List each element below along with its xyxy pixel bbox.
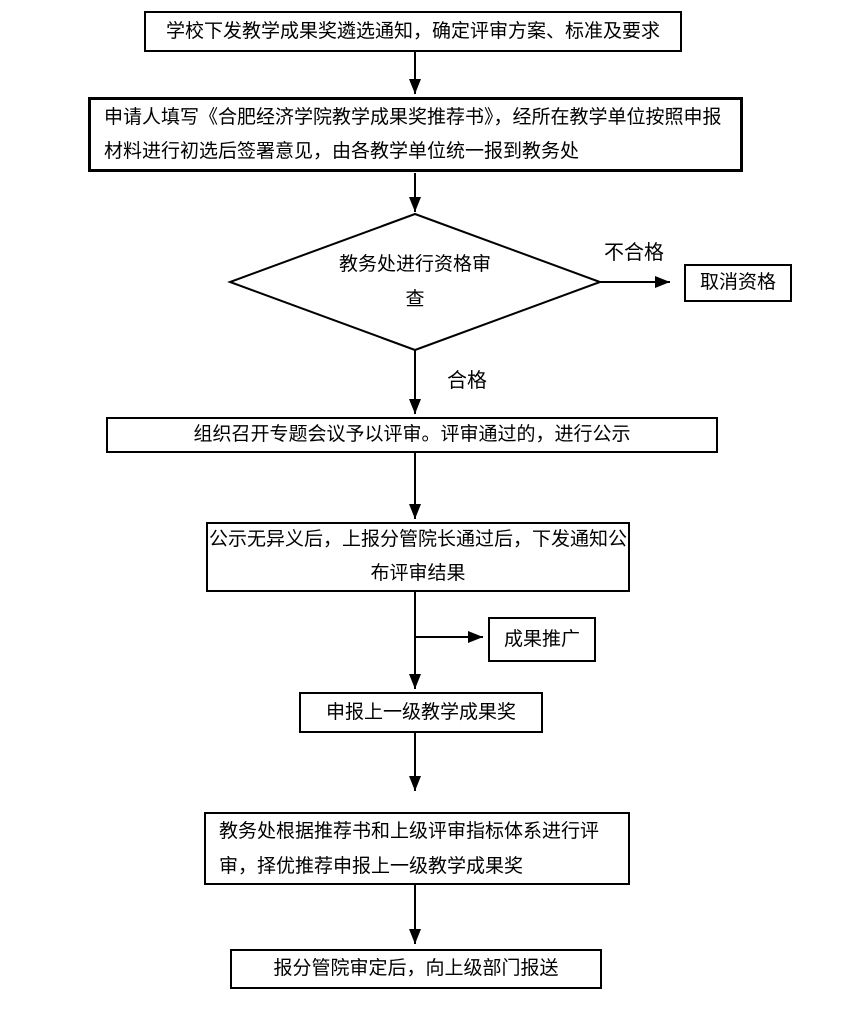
decision-qualification-review-label: 教务处进行资格审查 <box>338 254 491 310</box>
node-submit-higher: 报分管院审定后，向上级部门报送 <box>230 949 602 989</box>
node-disqualify: 取消资格 <box>684 264 792 302</box>
node-recommend-higher: 教务处根据推荐书和上级评审指标体系进行评审，择优推荐申报上一级教学成果奖 <box>204 812 630 885</box>
node-recommend-higher-label: 教务处根据推荐书和上级评审指标体系进行评审，择优推荐申报上一级教学成果奖 <box>219 820 600 877</box>
node-notice: 学校下发教学成果奖遴选通知，确定评审方案、标准及要求 <box>144 11 682 52</box>
node-meeting-review: 组织召开专题会议予以评审。评审通过的，进行公示 <box>106 417 718 453</box>
decision-qualification-review: 教务处进行资格审查 <box>330 244 500 320</box>
node-apply-higher: 申报上一级教学成果奖 <box>299 692 543 733</box>
label-fail: 不合格 <box>604 242 664 264</box>
node-apply: 申请人填写《合肥经济学院教学成果奖推荐书》，经所在教学单位按照申报材料进行初选后… <box>88 97 743 172</box>
node-announce-results-label: 公示无异义后，上报分管院长通过后，下发通知公布评审结果 <box>208 529 627 584</box>
node-promotion: 成果推广 <box>488 617 596 662</box>
node-promotion-label: 成果推广 <box>503 628 580 650</box>
node-apply-higher-label: 申报上一级教学成果奖 <box>325 701 516 723</box>
node-notice-label: 学校下发教学成果奖遴选通知，确定评审方案、标准及要求 <box>165 20 660 42</box>
label-pass: 合格 <box>447 370 487 392</box>
node-apply-label: 申请人填写《合肥经济学院教学成果奖推荐书》，经所在教学单位按照申报材料进行初选后… <box>104 106 722 162</box>
node-meeting-review-label: 组织召开专题会议予以评审。评审通过的，进行公示 <box>193 424 631 445</box>
node-disqualify-label: 取消资格 <box>699 272 776 293</box>
node-submit-higher-label: 报分管院审定后，向上级部门报送 <box>273 958 559 979</box>
node-announce-results: 公示无异义后，上报分管院长通过后，下发通知公布评审结果 <box>206 522 630 592</box>
